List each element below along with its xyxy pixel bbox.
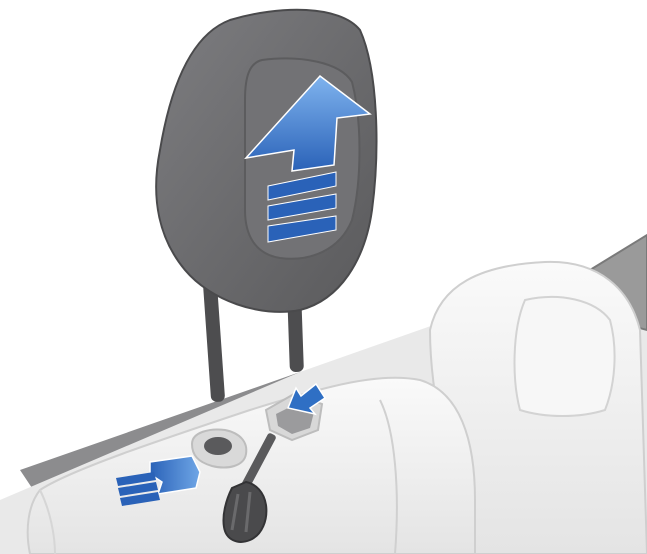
headrest — [156, 10, 376, 312]
